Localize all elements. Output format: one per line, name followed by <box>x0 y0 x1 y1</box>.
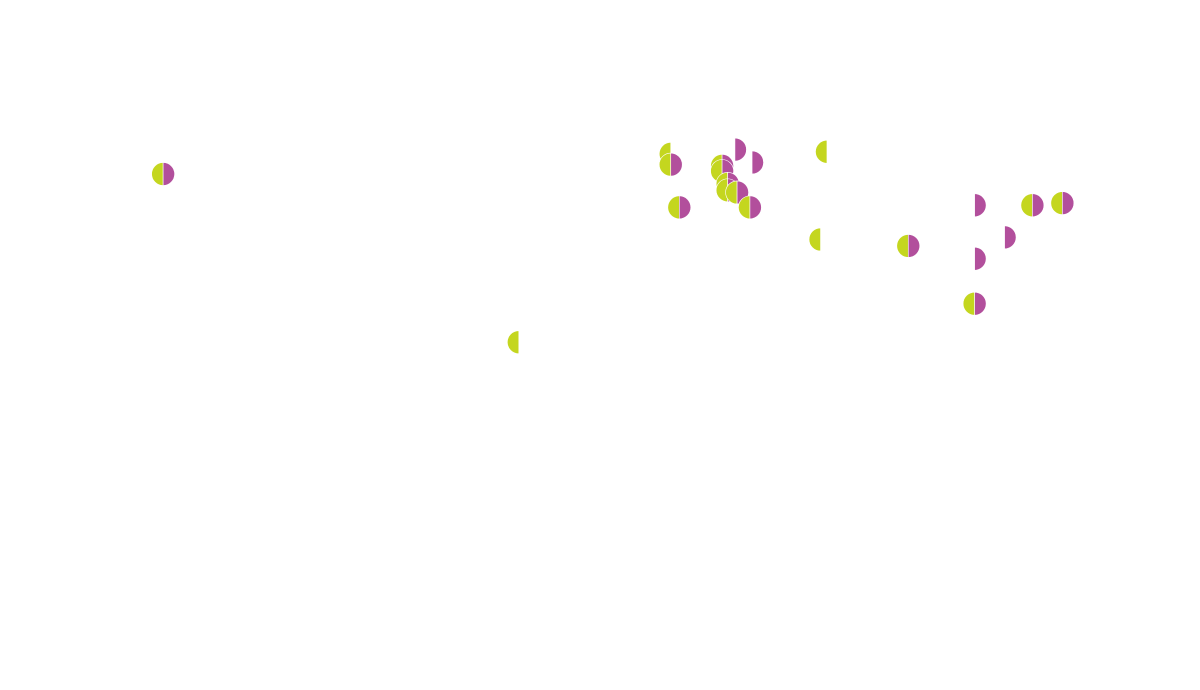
map-marker[interactable] <box>1050 191 1075 215</box>
marker-half-series-b <box>974 246 987 271</box>
marker-half-series-b <box>1062 191 1075 215</box>
map-marker[interactable] <box>667 195 692 220</box>
map-marker[interactable] <box>507 330 520 355</box>
marker-half-series-b <box>1004 225 1017 250</box>
marker-half-series-a <box>507 330 520 355</box>
map-marker[interactable] <box>1004 225 1017 250</box>
map-marker[interactable] <box>738 195 762 220</box>
marker-layer <box>151 137 1075 355</box>
marker-half-series-b <box>974 291 987 316</box>
marker-half-series-b <box>162 162 175 186</box>
marker-half-series-a <box>896 234 909 258</box>
marker-half-series-b <box>1032 193 1045 218</box>
map-marker[interactable] <box>1020 193 1045 218</box>
marker-half-series-a <box>1020 193 1033 218</box>
marker-half-series-a <box>659 152 672 177</box>
marker-half-series-b <box>907 234 920 258</box>
map-marker[interactable] <box>974 193 987 218</box>
map-marker[interactable] <box>815 139 828 164</box>
map-marker[interactable] <box>734 137 747 162</box>
marker-half-series-b <box>670 152 683 177</box>
marker-half-series-b <box>734 137 747 162</box>
marker-half-series-a <box>715 178 728 203</box>
marker-half-series-a <box>667 195 680 220</box>
map-marker[interactable] <box>896 234 920 258</box>
marker-half-series-b <box>974 193 987 218</box>
marker-half-series-a <box>808 227 821 252</box>
map-marker[interactable] <box>751 150 764 175</box>
marker-half-series-a <box>151 162 164 186</box>
marker-half-series-b <box>749 195 762 220</box>
marker-half-series-a <box>738 195 751 220</box>
marker-half-series-a <box>725 180 738 205</box>
map-marker[interactable] <box>974 246 987 271</box>
marker-half-series-a <box>815 139 828 164</box>
map-marker[interactable] <box>151 162 175 186</box>
map-marker[interactable] <box>808 227 821 252</box>
map-marker[interactable] <box>659 152 683 177</box>
marker-half-series-a <box>962 291 975 316</box>
map-marker[interactable] <box>725 180 749 205</box>
marker-half-series-a <box>1050 191 1063 215</box>
map-marker[interactable] <box>710 159 734 183</box>
marker-half-series-b <box>679 195 692 220</box>
marker-half-series-b <box>751 150 764 175</box>
map-marker[interactable] <box>962 291 987 316</box>
